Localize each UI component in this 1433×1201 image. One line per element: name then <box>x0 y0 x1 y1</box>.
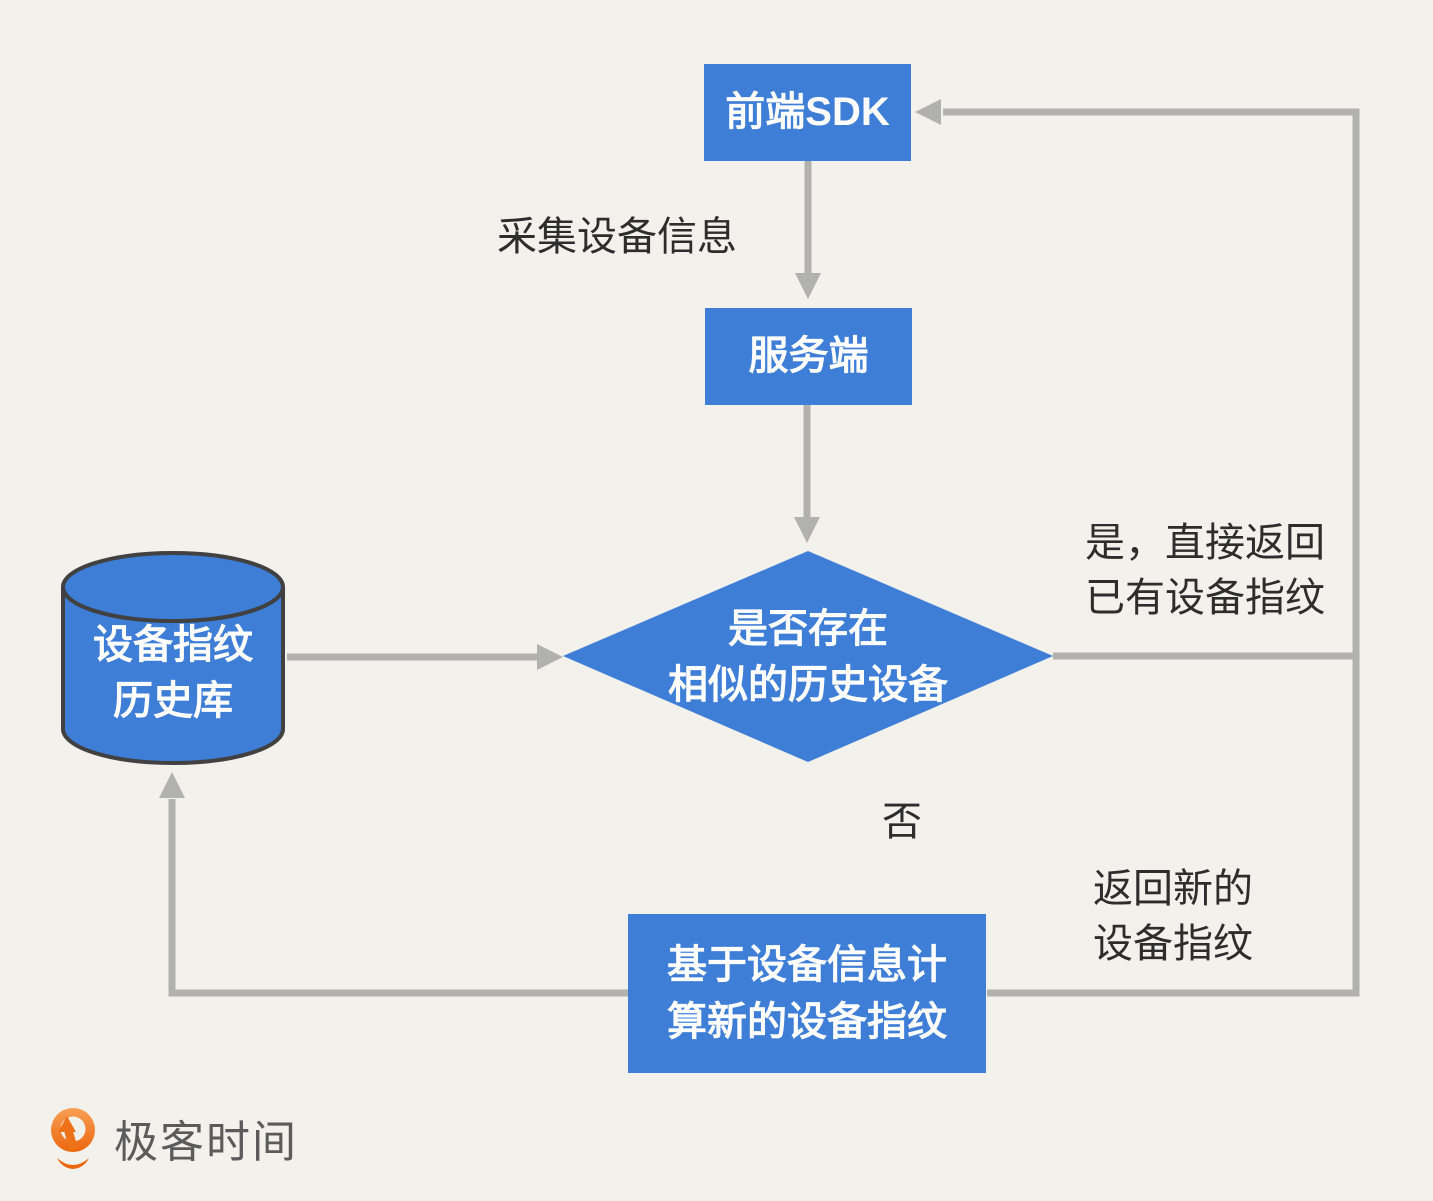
arrowhead-into-db <box>159 772 185 798</box>
node-server: 服务端 <box>705 308 912 405</box>
node-history-db: 设备指纹 历史库 <box>59 603 287 743</box>
node-compute-fingerprint: 基于设备信息计 算新的设备指纹 <box>628 914 986 1073</box>
brand-logo: 极客时间 <box>50 1104 298 1172</box>
edge-label-yes-return-existing: 是，直接返回 已有设备指纹 <box>1085 516 1325 626</box>
edge-update-loop-left <box>168 799 628 997</box>
edge-label-yes-line2: 已有设备指纹 <box>1085 576 1325 621</box>
edge-label-yes-line1: 是，直接返回 <box>1085 521 1325 565</box>
node-compute-fingerprint-line2: 算新的设备指纹 <box>667 999 947 1044</box>
node-decision-line2: 相似的历史设备 <box>668 662 948 707</box>
edge-return-loop-right <box>943 108 1360 997</box>
edge-label-no: 否 <box>882 800 922 844</box>
geektime-logo-icon <box>51 1108 95 1169</box>
node-history-db-line2: 历史库 <box>113 679 233 723</box>
node-frontend-sdk: 前端SDK <box>704 64 911 161</box>
edge-label-collect-device-info: 采集设备信息 <box>497 215 737 259</box>
edge-label-return-new-line1: 返回新的 <box>1093 867 1253 911</box>
node-server-label: 服务端 <box>748 334 869 379</box>
arrowhead-into-server <box>795 273 821 299</box>
node-decision: 是否存在 相似的历史设备 <box>563 551 1053 762</box>
edge-label-return-new-line2: 设备指纹 <box>1093 922 1253 967</box>
history-db-cylinder-shape <box>61 551 285 765</box>
node-decision-line1: 是否存在 <box>728 606 888 651</box>
node-frontend-sdk-label: 前端SDK <box>725 90 890 135</box>
arrowhead-into-decision-top <box>794 517 820 543</box>
node-compute-fingerprint-line1: 基于设备信息计 <box>667 942 947 987</box>
node-history-db-line1: 设备指纹 <box>93 623 253 667</box>
arrowhead-into-decision-left <box>537 644 563 670</box>
edge-label-return-new-fingerprint: 返回新的 设备指纹 <box>1093 862 1253 972</box>
arrowhead-into-sdk <box>915 99 941 125</box>
brand-text: 极客时间 <box>114 1118 298 1167</box>
decision-diamond-shape <box>563 551 1053 762</box>
